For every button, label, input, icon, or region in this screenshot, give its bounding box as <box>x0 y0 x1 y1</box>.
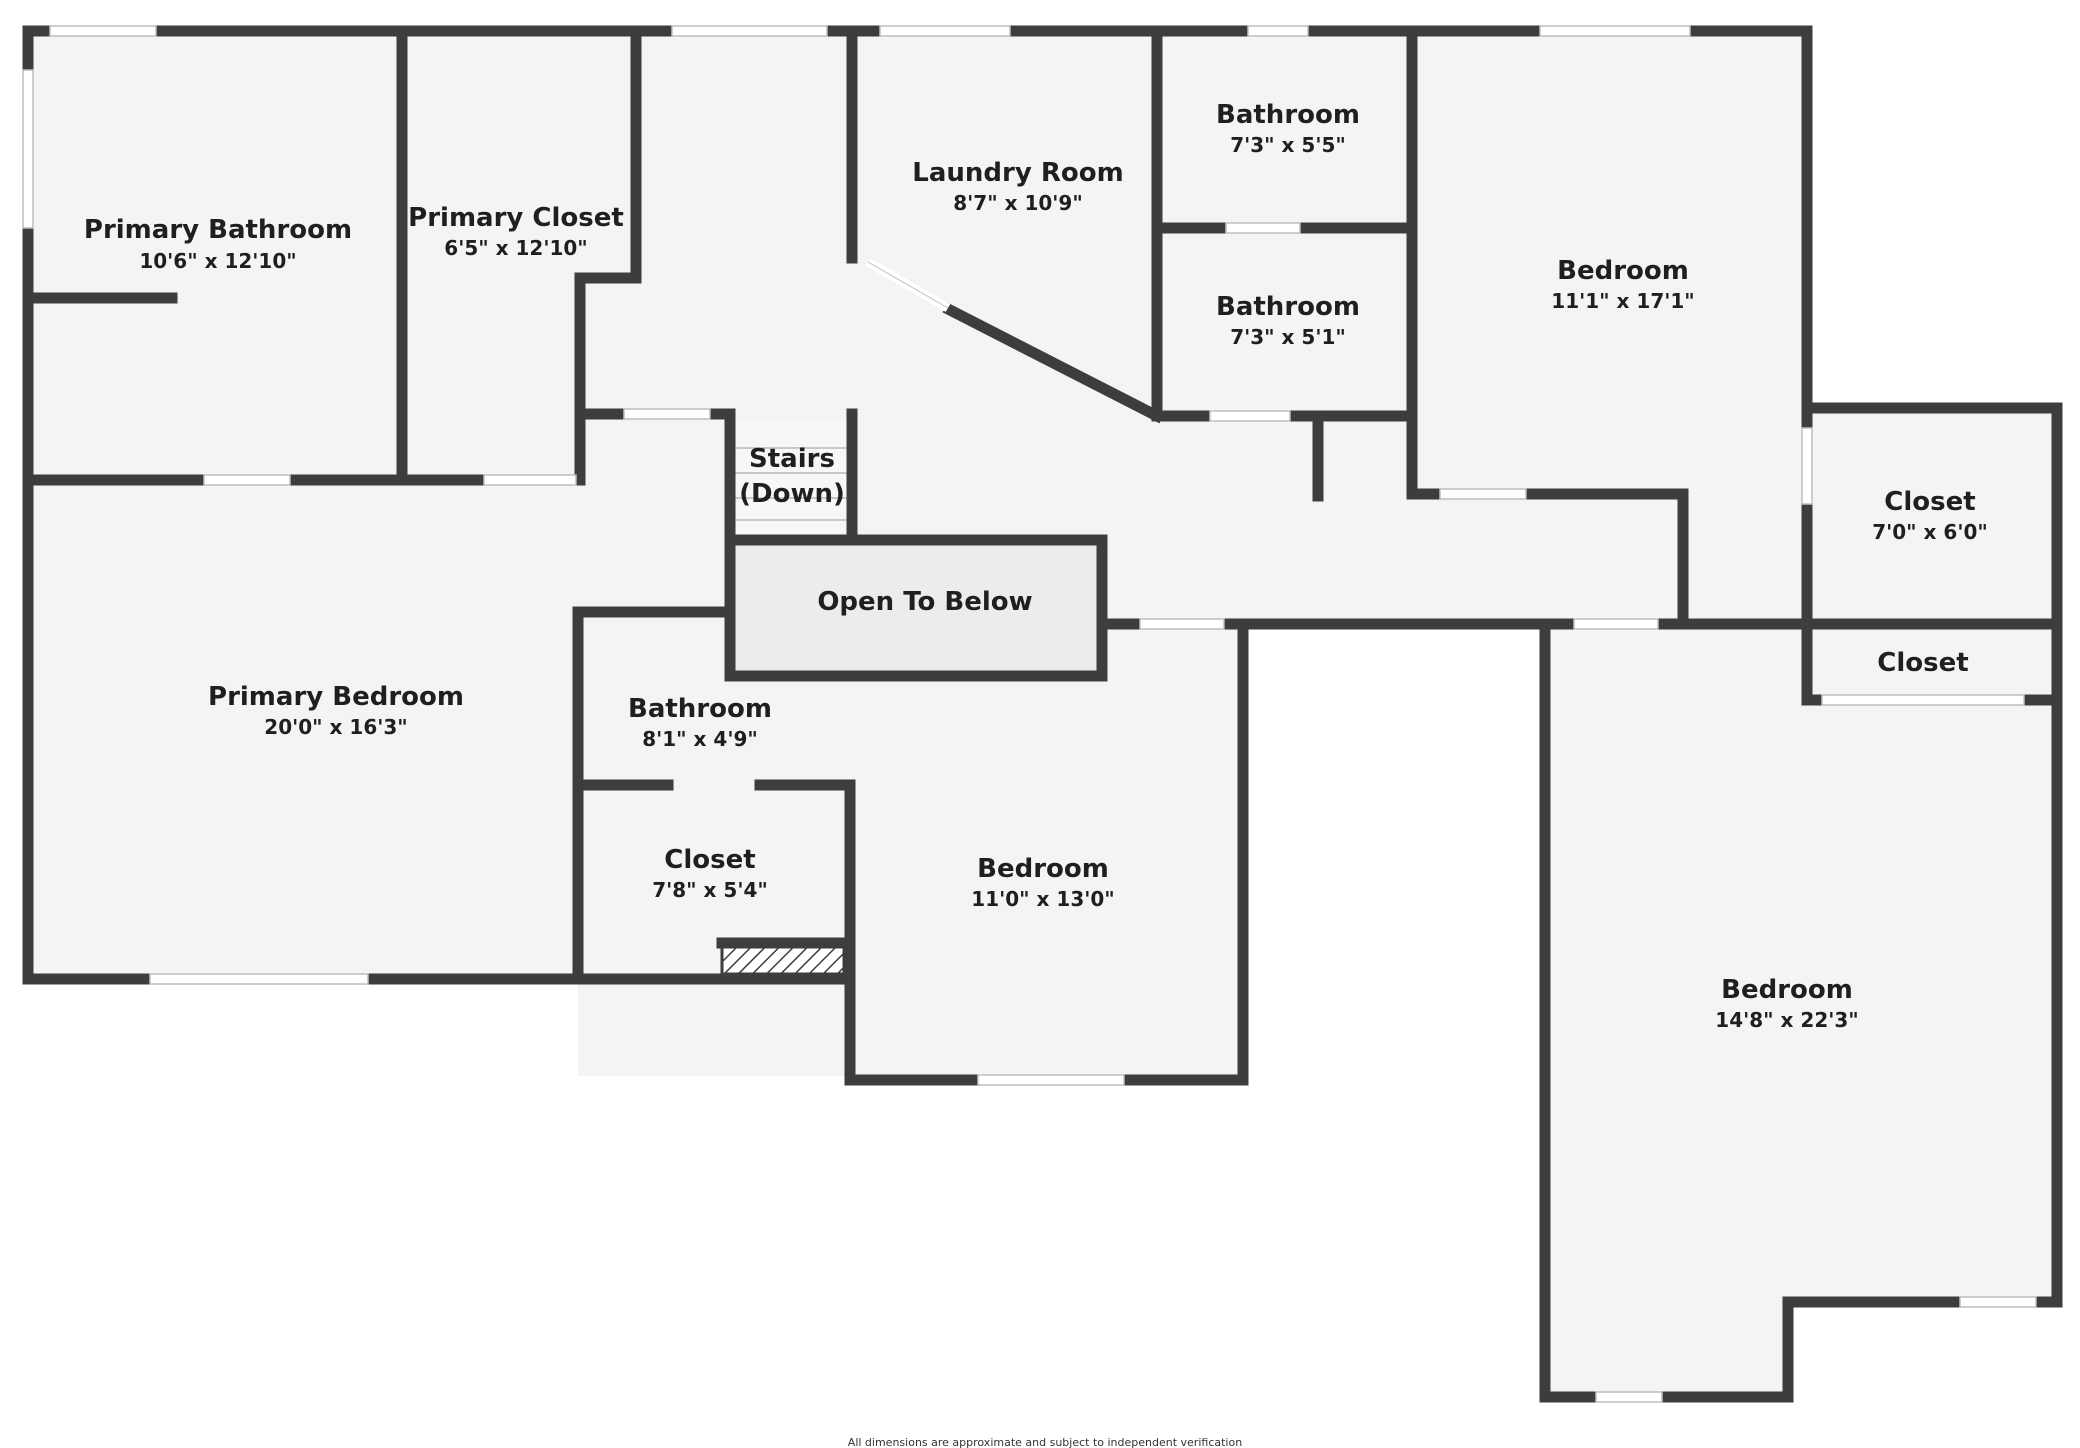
footer-note: All dimensions are approximate and subje… <box>848 1436 1242 1448</box>
door-opening <box>1821 694 2025 706</box>
stairs-floor <box>730 420 850 538</box>
floor-primary-bedroom <box>28 478 578 978</box>
room-name-primary-bathroom: Primary Bathroom <box>84 215 352 245</box>
room-labels: Primary Bathroom 10'6" x 12'10" Primary … <box>84 100 1988 1448</box>
room-name-stairs-line1: Stairs <box>749 444 835 474</box>
room-dims-bathroom-upper: 7'3" x 5'5" <box>1230 133 1346 157</box>
room-name-bedroom-northeast: Bedroom <box>1557 256 1689 286</box>
room-dims-primary-closet: 6'5" x 12'10" <box>444 236 587 260</box>
room-dims-bedroom-center: 11'0" x 13'0" <box>971 887 1114 911</box>
hatched-structure <box>720 945 846 976</box>
wall <box>942 302 1165 424</box>
room-dims-laundry-room: 8'7" x 10'9" <box>953 191 1083 215</box>
room-dims-primary-bedroom: 20'0" x 16'3" <box>264 715 407 739</box>
room-name-bathroom-upper: Bathroom <box>1216 100 1360 130</box>
room-name-bathroom-center: Bathroom <box>628 694 772 724</box>
door-opening-laundry-edge <box>867 261 949 309</box>
floor-areas <box>28 31 2055 1396</box>
room-name-closet-east: Closet <box>1884 487 1975 517</box>
window <box>977 1074 1125 1086</box>
room-name-bathroom-middle: Bathroom <box>1216 292 1360 322</box>
window <box>22 69 34 229</box>
open-to-below-area <box>730 540 1100 673</box>
exterior-areas <box>1792 1302 2062 1402</box>
room-name-primary-bedroom: Primary Bedroom <box>208 682 464 712</box>
window <box>1959 1296 2037 1308</box>
window <box>49 25 157 37</box>
room-name-closet-center: Closet <box>664 845 755 875</box>
floor-center-rooms <box>578 612 1242 1076</box>
door-opening <box>1209 410 1291 422</box>
room-dims-closet-east: 7'0" x 6'0" <box>1872 520 1988 544</box>
window <box>1539 25 1691 37</box>
window <box>1595 1391 1663 1403</box>
door-opening <box>1225 222 1301 234</box>
room-name-open-to-below: Open To Below <box>817 587 1032 617</box>
room-name-stairs-line2: (Down) <box>739 479 845 509</box>
floor-bedroom-southeast <box>1545 623 2055 1396</box>
room-dims-bathroom-center: 8'1" x 4'9" <box>642 727 758 751</box>
room-dims-bathroom-middle: 7'3" x 5'1" <box>1230 325 1346 349</box>
door-opening <box>1139 618 1225 630</box>
window <box>149 973 369 985</box>
room-name-bedroom-center: Bedroom <box>977 854 1109 884</box>
room-name-primary-closet: Primary Closet <box>408 203 624 233</box>
room-dims-bedroom-northeast: 11'1" x 17'1" <box>1551 289 1694 313</box>
room-name-laundry-room: Laundry Room <box>912 158 1123 188</box>
room-name-bedroom-southeast: Bedroom <box>1721 975 1853 1005</box>
door-opening <box>623 408 711 420</box>
door-opening <box>483 474 577 486</box>
door-opening <box>1573 618 1659 630</box>
door-opening <box>203 474 291 486</box>
window <box>1801 427 1813 505</box>
window <box>671 25 828 37</box>
room-dims-bedroom-southeast: 14'8" x 22'3" <box>1715 1008 1858 1032</box>
window <box>879 25 1011 37</box>
room-dims-closet-center: 7'8" x 5'4" <box>652 878 768 902</box>
room-dims-primary-bathroom: 10'6" x 12'10" <box>139 249 296 273</box>
door-opening <box>1439 488 1527 500</box>
stairs-area <box>730 420 850 538</box>
window <box>1247 25 1309 37</box>
room-name-closet-east-small: Closet <box>1877 648 1968 678</box>
windows <box>22 25 2037 1403</box>
exterior-notch-south <box>1792 1302 2062 1402</box>
